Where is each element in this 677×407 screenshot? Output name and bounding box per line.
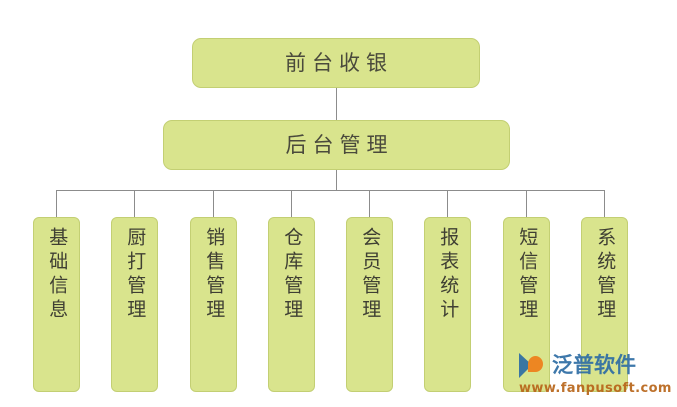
node-label-front-desk-cashier: 前台收银 xyxy=(285,50,393,75)
node-front-desk-cashier[interactable]: 前台收银 xyxy=(192,38,480,88)
connector-drop-warehouse-management xyxy=(291,190,292,217)
node-label-report-statistics: 报表统计 xyxy=(437,227,460,323)
connector-drop-member-management xyxy=(369,190,370,217)
node-kitchen-print-management[interactable]: 厨打管理 xyxy=(111,217,158,392)
connector-drop-basic-information xyxy=(56,190,57,217)
node-member-management[interactable]: 会员管理 xyxy=(346,217,393,392)
node-label-sales-management: 销售管理 xyxy=(203,227,226,323)
node-label-backend-management: 后台管理 xyxy=(285,132,394,157)
node-sales-management[interactable]: 销售管理 xyxy=(190,217,237,392)
node-label-sms-management: 短信管理 xyxy=(516,227,539,323)
node-warehouse-management[interactable]: 仓库管理 xyxy=(268,217,315,392)
connector-horizontal-bus xyxy=(56,190,604,191)
connector-drop-system-management xyxy=(604,190,605,217)
node-label-warehouse-management: 仓库管理 xyxy=(281,227,304,323)
connector-backend-to-bus xyxy=(336,170,337,191)
node-basic-information[interactable]: 基础信息 xyxy=(33,217,80,392)
connector-drop-report-statistics xyxy=(447,190,448,217)
node-sms-management[interactable]: 短信管理 xyxy=(503,217,550,392)
node-backend-management[interactable]: 后台管理 xyxy=(163,120,510,170)
node-label-kitchen-print-management: 厨打管理 xyxy=(124,227,147,323)
node-label-basic-information: 基础信息 xyxy=(46,227,69,323)
connector-drop-sales-management xyxy=(213,190,214,217)
node-report-statistics[interactable]: 报表统计 xyxy=(424,217,471,392)
node-label-system-management: 系统管理 xyxy=(594,227,617,323)
connector-drop-kitchen-print-management xyxy=(134,190,135,217)
node-label-member-management: 会员管理 xyxy=(359,227,382,323)
connector-drop-sms-management xyxy=(526,190,527,217)
node-system-management[interactable]: 系统管理 xyxy=(581,217,628,392)
connector-cashier-to-backend xyxy=(336,88,337,120)
